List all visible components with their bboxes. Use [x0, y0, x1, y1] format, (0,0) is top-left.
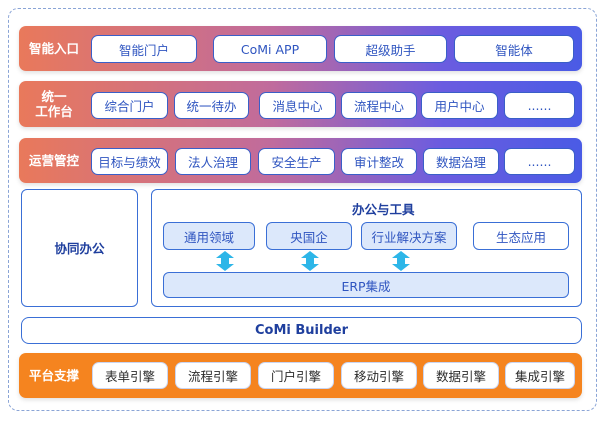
double-arrow-icon: [216, 251, 234, 271]
office-tools-title: 办公与工具: [352, 202, 415, 217]
collaboration-box: 协同办公: [21, 189, 138, 307]
more-item[interactable]: ......: [504, 92, 575, 119]
goals-performance-item[interactable]: 目标与绩效: [91, 148, 168, 175]
platform-support-label: 平台支撑: [28, 368, 79, 383]
corporate-governance-item[interactable]: 法人治理: [175, 148, 251, 175]
collaboration-label: 协同办公: [54, 241, 105, 256]
data-engine-item[interactable]: 数据引擎: [423, 362, 499, 389]
office-tools-box: 办公与工具 通用领域 央国企 行业解决方案 生态应用 ERP集成: [151, 189, 582, 307]
integrated-portal-item[interactable]: 综合门户: [91, 92, 168, 119]
safety-production-item[interactable]: 安全生产: [258, 148, 335, 175]
mobile-engine-item[interactable]: 移动引擎: [341, 362, 417, 389]
workflow-engine-item[interactable]: 流程引擎: [175, 362, 251, 389]
super-assistant-item[interactable]: 超级助手: [334, 35, 447, 63]
general-domain-item[interactable]: 通用领域: [163, 222, 255, 250]
platform-support-band: 平台支撑 表单引擎 流程引擎 门户引擎 移动引擎 数据引擎 集成引擎: [19, 353, 582, 398]
unified-workbench-label: 统一工作台: [35, 89, 73, 119]
smart-portal-item[interactable]: 智能门户: [91, 35, 197, 63]
operations-control-band: 运营管控 目标与绩效 法人治理 安全生产 审计整改 数据治理 ......: [19, 138, 582, 183]
architecture-frame: [8, 8, 597, 411]
industry-solutions-item[interactable]: 行业解决方案: [361, 222, 457, 250]
smart-entry-label: 智能入口: [28, 41, 79, 56]
audit-rectification-item[interactable]: 审计整改: [341, 148, 417, 175]
message-center-item[interactable]: 消息中心: [259, 92, 336, 119]
agent-item[interactable]: 智能体: [454, 35, 574, 63]
smart-entry-band: 智能入口 智能门户 CoMi APP 超级助手 智能体: [19, 26, 582, 71]
comi-app-item[interactable]: CoMi APP: [213, 35, 327, 63]
unified-workbench-band: 统一工作台 综合门户 统一待办 消息中心 流程中心 用户中心 ......: [19, 81, 582, 127]
comi-builder-bar[interactable]: CoMi Builder: [21, 317, 582, 344]
user-center-item[interactable]: 用户中心: [421, 92, 498, 119]
unified-todo-item[interactable]: 统一待办: [174, 92, 249, 119]
ecosystem-apps-item[interactable]: 生态应用: [473, 222, 569, 250]
more-item[interactable]: ......: [504, 148, 575, 175]
erp-integration-bar[interactable]: ERP集成: [163, 272, 569, 298]
comi-builder-label: CoMi Builder: [255, 323, 348, 338]
integration-engine-item[interactable]: 集成引擎: [505, 362, 575, 389]
double-arrow-icon: [392, 251, 410, 271]
portal-engine-item[interactable]: 门户引擎: [258, 362, 334, 389]
double-arrow-icon: [301, 251, 319, 271]
data-governance-item[interactable]: 数据治理: [423, 148, 499, 175]
operations-control-label: 运营管控: [28, 153, 79, 168]
process-center-item[interactable]: 流程中心: [341, 92, 417, 119]
form-engine-item[interactable]: 表单引擎: [92, 362, 168, 389]
state-enterprise-item[interactable]: 央国企: [266, 222, 352, 250]
